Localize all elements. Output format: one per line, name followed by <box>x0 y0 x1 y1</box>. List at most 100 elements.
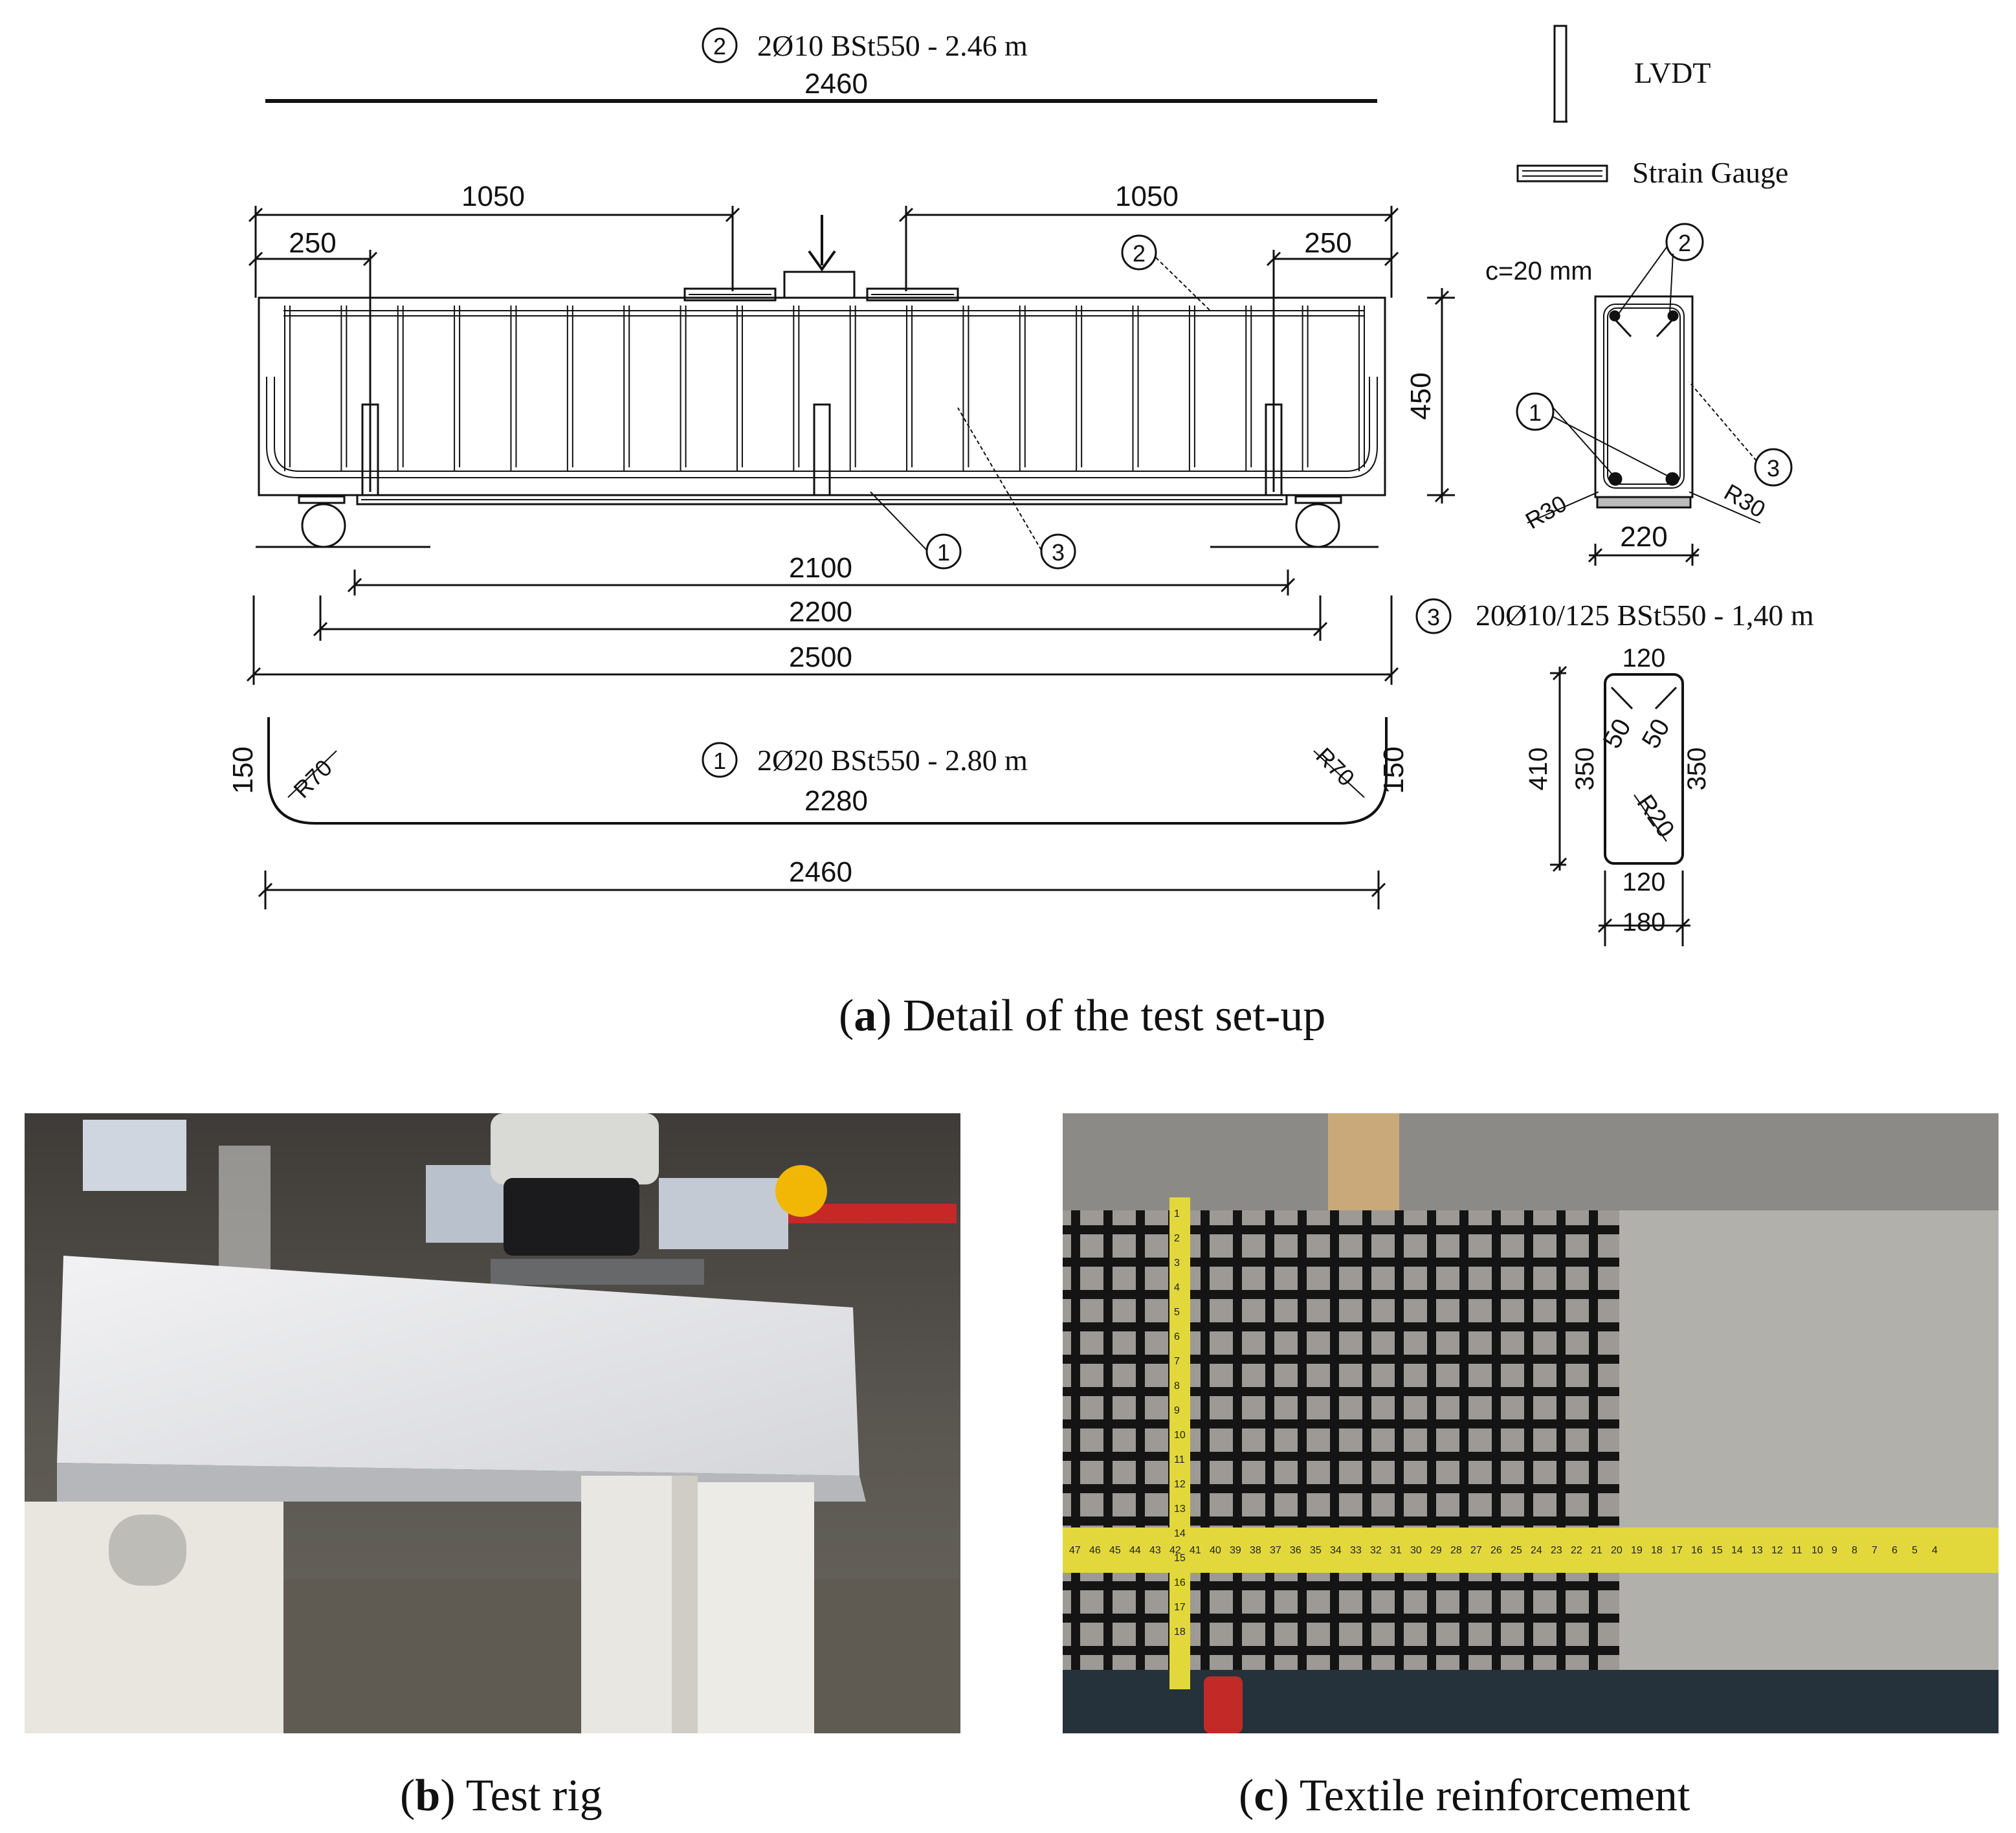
photo-test-rig <box>25 1113 960 1733</box>
stirrup-line <box>736 306 743 471</box>
tape-number: 43 <box>1149 1545 1161 1556</box>
stirrup-line <box>1076 306 1083 471</box>
tape-number: 38 <box>1250 1545 1261 1556</box>
tape-number: 13 <box>1174 1504 1186 1515</box>
caption-a: (a) Detail of the test set-up <box>839 991 1326 1041</box>
stirrup-line <box>793 306 800 471</box>
stirrup-line <box>680 306 687 471</box>
bar3-label: 20Ø10/125 BSt550 - 1,40 m <box>1476 599 1814 632</box>
section-marker-1: 1 <box>1529 399 1542 426</box>
tape-number: 29 <box>1430 1545 1442 1556</box>
tape-number: 12 <box>1174 1479 1186 1490</box>
tape-number: 44 <box>1129 1545 1141 1556</box>
test-setup-drawing: 2 2Ø10 BSt550 - 2.46 m 2460 LVDT Strain … <box>227 25 1814 946</box>
stirrup-hook-1: 50 <box>1598 714 1637 753</box>
tape-number: 30 <box>1410 1545 1422 1556</box>
tape-number: 17 <box>1174 1602 1186 1613</box>
stirrup-line <box>1188 306 1195 471</box>
stirrup-line <box>1245 306 1252 471</box>
bar3-marker: 3 <box>1427 604 1440 630</box>
bar1-leg-right: 150 <box>1378 746 1410 794</box>
legend-lvdt: LVDT <box>1634 56 1711 89</box>
tape-number: 47 <box>1069 1545 1081 1556</box>
bar1-total: 2460 <box>789 856 852 888</box>
stirrup-line <box>454 306 461 471</box>
stirrup-line <box>906 306 913 471</box>
tape-number: 27 <box>1470 1545 1482 1556</box>
tape-number: 37 <box>1270 1545 1281 1556</box>
tape-number: 10 <box>1174 1430 1186 1441</box>
tape-number: 11 <box>1791 1545 1802 1556</box>
tape-number: 24 <box>1531 1545 1542 1556</box>
tape-number: 6 <box>1174 1331 1180 1342</box>
caption-c: (c) Textile reinforcement <box>1239 1771 1690 1821</box>
tape-horizontal <box>1063 1528 1999 1573</box>
bar2-length: 2460 <box>804 68 868 100</box>
tape-number: 8 <box>1174 1381 1180 1392</box>
strain-gauge-top-left <box>683 287 777 302</box>
textile-strip <box>356 494 1288 505</box>
stirrup-height: 410 <box>1524 748 1553 791</box>
stirrup-line <box>340 306 348 471</box>
bar2-label: 2Ø10 BSt550 - 2.46 m <box>757 29 1028 62</box>
lvdt-mid <box>813 403 831 496</box>
stirrup-width: 180 <box>1623 908 1666 937</box>
tape-number: 5 <box>1912 1545 1918 1556</box>
tape-number: 25 <box>1511 1545 1522 1556</box>
marker-1: 1 <box>937 539 950 566</box>
tape-number: 46 <box>1089 1545 1101 1556</box>
stirrup-line <box>1019 306 1026 471</box>
bar2-marker: 2 <box>713 33 726 60</box>
dim-250-left: 250 <box>289 227 336 259</box>
stirrup-hook-2: 50 <box>1637 714 1676 753</box>
tape-number: 4 <box>1932 1545 1938 1556</box>
tape-number: 35 <box>1310 1545 1322 1556</box>
tape-number: 42 <box>1169 1545 1181 1556</box>
tape-number: 9 <box>1832 1545 1837 1556</box>
bar1-r70-left: R70 <box>288 754 337 803</box>
beam-photo <box>57 1256 859 1476</box>
stirrup-line <box>849 306 856 471</box>
tape-number: 4 <box>1174 1282 1180 1293</box>
bar1-shape <box>267 717 1388 825</box>
dim-2100: 2100 <box>789 552 852 584</box>
tape-number: 32 <box>1370 1545 1382 1556</box>
stirrup-right: 350 <box>1683 748 1711 791</box>
stirrup-bottom: 120 <box>1623 868 1666 896</box>
strain-gauge-top-right <box>866 287 959 302</box>
tape-number: 31 <box>1390 1545 1402 1556</box>
tape-number: 15 <box>1711 1545 1723 1556</box>
tape-number: 34 <box>1330 1545 1342 1556</box>
tape-number: 7 <box>1174 1356 1180 1367</box>
tape-number: 16 <box>1174 1577 1186 1588</box>
stirrup-line <box>1132 306 1139 471</box>
tape-number: 14 <box>1174 1528 1186 1539</box>
tape-number: 6 <box>1892 1545 1898 1556</box>
caption-b: (b) Test rig <box>400 1771 603 1821</box>
bar1-marker: 1 <box>713 748 726 774</box>
tape-vertical <box>1169 1197 1190 1689</box>
bottom-bar-1 <box>266 377 1378 478</box>
tape-number: 45 <box>1109 1545 1121 1556</box>
stirrup-line <box>397 306 404 471</box>
lvdt-legend-icon <box>1553 25 1567 123</box>
marker-2: 2 <box>1133 240 1146 267</box>
tape-number: 28 <box>1450 1545 1462 1556</box>
marker-3: 3 <box>1052 539 1065 566</box>
stirrup-r20: R20 <box>1632 790 1679 843</box>
tape-number: 22 <box>1571 1545 1582 1556</box>
roller-support-right <box>1295 503 1340 548</box>
tape-number: 17 <box>1671 1545 1683 1556</box>
stirrup-shape <box>1604 673 1684 865</box>
tape-number: 36 <box>1290 1545 1302 1556</box>
tape-number: 16 <box>1691 1545 1703 1556</box>
bar1-label: 2Ø20 BSt550 - 2.80 m <box>757 744 1028 777</box>
stirrup-left: 350 <box>1571 748 1599 791</box>
stirrups <box>284 306 1365 471</box>
tape-number: 18 <box>1651 1545 1663 1556</box>
tape-number: 11 <box>1174 1454 1185 1465</box>
dim-250-right: 250 <box>1304 227 1351 259</box>
tape-number: 23 <box>1551 1545 1562 1556</box>
tape-number: 1 <box>1174 1208 1180 1219</box>
